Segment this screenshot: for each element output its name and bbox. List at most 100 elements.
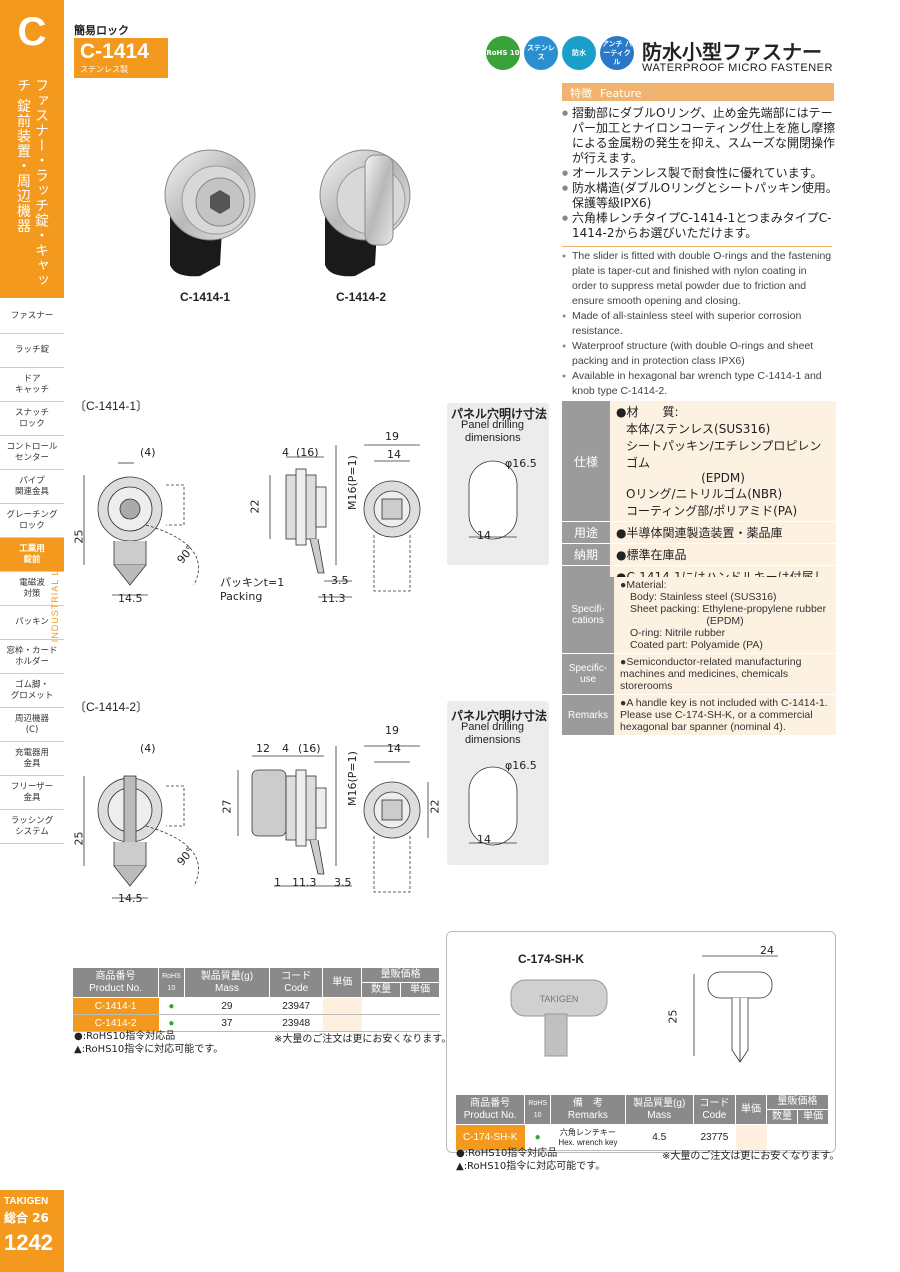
- photo-label-1: C-1414-1: [180, 290, 231, 304]
- sidebar-item[interactable]: ラッチ錠: [0, 334, 64, 368]
- dim-label: 4: [282, 742, 289, 755]
- spec-content: ●Material:Body: Stainless steel (SUS316)…: [614, 577, 836, 654]
- dim-label: 14.5: [118, 592, 143, 605]
- dim-label: 12: [256, 742, 270, 755]
- list-item: オールステンレス製で耐食性に優れています。: [562, 166, 838, 181]
- feature-label-jp: 特徴: [570, 87, 592, 100]
- price-cell: [735, 1124, 767, 1151]
- sidebar-item[interactable]: フリーザー 金具: [0, 776, 64, 810]
- spec-line: ●材 質:: [616, 405, 679, 419]
- model-material: ステンレス製: [80, 65, 128, 74]
- sidebar-item[interactable]: ドア キャッチ: [0, 368, 64, 402]
- key-bulk-order-note: ※大量のご注文は更にお安くなります。: [662, 1151, 840, 1162]
- sidebar-item[interactable]: ラッシング システム: [0, 810, 64, 844]
- sidebar-item[interactable]: ゴム脚・ グロメット: [0, 674, 64, 708]
- qty-cell: [361, 1014, 401, 1032]
- spec-row: Specifi- cations●Material:Body: Stainles…: [562, 577, 836, 654]
- sidebar-item[interactable]: コントロール センター: [0, 436, 64, 470]
- code: 23775: [693, 1124, 736, 1151]
- section-category: ファスナー・ラッチ錠・キャッチ 錠前装置・周辺機器: [15, 78, 49, 288]
- col-price: 単価: [322, 967, 363, 998]
- product-category: 簡易ロック: [74, 24, 129, 37]
- panel-title-en-2: dimensions: [465, 432, 521, 444]
- anti-particle-icon: アンチ パーティクル: [600, 36, 634, 70]
- legend-line: ▲:RoHS10指令に対応可能です。: [74, 1044, 224, 1055]
- panel-title-en: Panel drilling: [461, 419, 524, 431]
- col-rohs: RoHS 10: [158, 967, 185, 998]
- dim-label: φ16.5: [505, 457, 537, 470]
- mass: 4.5: [625, 1124, 694, 1151]
- sidebar-nav: ファスナーラッチ錠ドア キャッチスナッチ ロックコントロール センターパイプ 関…: [0, 300, 64, 844]
- dim-label: 27: [220, 799, 234, 814]
- legend-line: ▲:RoHS10指令に対応可能です。: [456, 1161, 606, 1172]
- rohs-icon: ●: [158, 1014, 185, 1032]
- code: 23948: [269, 1014, 323, 1032]
- spec-line: O-ring: Nitrile rubber: [630, 627, 726, 639]
- key-box: [446, 931, 836, 1153]
- list-item: The slider is fitted with double O-rings…: [562, 249, 832, 309]
- sidebar-item[interactable]: パッキン: [0, 606, 64, 640]
- spec-line: ●半導体関連製造装置・薬品庫: [616, 526, 783, 540]
- spec-content: ●Semiconductor-related manufacturing mac…: [614, 653, 836, 695]
- dim-label: 4: [282, 446, 289, 459]
- rohs-legend: ●:RoHS10指令対応品 ▲:RoHS10指令に対応可能です。: [74, 1030, 223, 1056]
- list-item: 防水構造(ダブルOリングとシートパッキン使用。保護等級IPX6): [562, 181, 838, 211]
- list-item: Waterproof structure (with double O-ring…: [562, 339, 832, 369]
- key-rohs-legend: ●:RoHS10指令対応品 ▲:RoHS10指令に対応可能です。: [456, 1147, 605, 1173]
- price-cell: [322, 997, 362, 1015]
- spec-line: Body: Stainless steel (SUS316): [630, 591, 777, 603]
- panel-hole-drawing: [468, 766, 518, 846]
- brand-logo: TAKIGEN: [4, 1196, 49, 1207]
- dim-label: M16(P=1): [346, 455, 359, 510]
- legend-line: ●:RoHS10指令対応品: [74, 1031, 176, 1042]
- sidebar-item[interactable]: ファスナー: [0, 300, 64, 334]
- dim-label: 25: [72, 831, 86, 846]
- model-number: C-1414: [80, 40, 149, 63]
- sidebar-item[interactable]: スナッチ ロック: [0, 402, 64, 436]
- dim-label: M16(P=1): [346, 751, 359, 806]
- header-text: 製品質量(g): [200, 970, 254, 982]
- remarks-en: Hex. wrench key: [558, 1137, 618, 1147]
- dim-label: 3.5: [331, 574, 349, 587]
- header-text: コード: [699, 1097, 730, 1109]
- dim-label: 14: [387, 742, 401, 755]
- col-unit: 単価: [400, 982, 440, 998]
- rohs-icon: ●: [524, 1124, 551, 1151]
- waterproof-icon: 防水: [562, 36, 596, 70]
- sidebar-item[interactable]: グレーチング ロック: [0, 504, 64, 538]
- sidebar-item[interactable]: パイプ 関連金具: [0, 470, 64, 504]
- dim-label: (4): [140, 446, 156, 459]
- spec-line: ●Semiconductor-related manufacturing mac…: [620, 656, 802, 692]
- list-item: 六角棒レンチタイプC-1414-1とつまみタイプC-1414-2からお選びいただ…: [562, 211, 838, 241]
- spec-table-en: Specifi- cations●Material:Body: Stainles…: [562, 577, 836, 736]
- col-volume-price: 量販価格: [766, 1094, 829, 1110]
- col-volume-price: 量販価格: [361, 967, 440, 983]
- panel-drilling-box-2: パネル穴明け寸法 Panel drilling dimensions φ16.5…: [447, 701, 549, 865]
- rohs-icon: RoHS 10: [486, 36, 520, 70]
- sidebar-item[interactable]: 電磁波 対策: [0, 572, 64, 606]
- sidebar-item[interactable]: 周辺機器 (C): [0, 708, 64, 742]
- spec-line: (EPDM): [706, 615, 744, 627]
- page-subtitle: WATERPROOF MICRO FASTENER: [642, 62, 833, 74]
- header-text: Product No.: [89, 982, 142, 994]
- header-text: コード: [281, 970, 312, 982]
- price-cell: [322, 1014, 362, 1032]
- col-rohs: RoHS 10: [524, 1094, 552, 1125]
- packing-label-jp: パッキンt=1: [220, 576, 285, 589]
- model-badge: C-1414 ステンレス製: [74, 38, 168, 78]
- spec-heading: Specific- use: [562, 653, 615, 695]
- bulk-order-note: ※大量のご注文は更にお安くなります。: [274, 1034, 452, 1045]
- col-price: 単価: [735, 1094, 768, 1125]
- spec-row: Remarks●A handle key is not included wit…: [562, 694, 836, 736]
- product-no: C-174-SH-K: [455, 1124, 525, 1151]
- spec-line: コーティング部/ポリアミド(PA): [626, 504, 798, 518]
- key-brand-text: TAKIGEN: [540, 994, 579, 1004]
- sidebar-item[interactable]: 工業用 錠前: [0, 538, 64, 572]
- sidebar-item[interactable]: 充電器用 金具: [0, 742, 64, 776]
- technical-drawing-2: [83, 745, 429, 899]
- sidebar-item[interactable]: 窓枠・カード ホルダー: [0, 640, 64, 674]
- key-photo: TAKIGEN: [510, 979, 608, 1057]
